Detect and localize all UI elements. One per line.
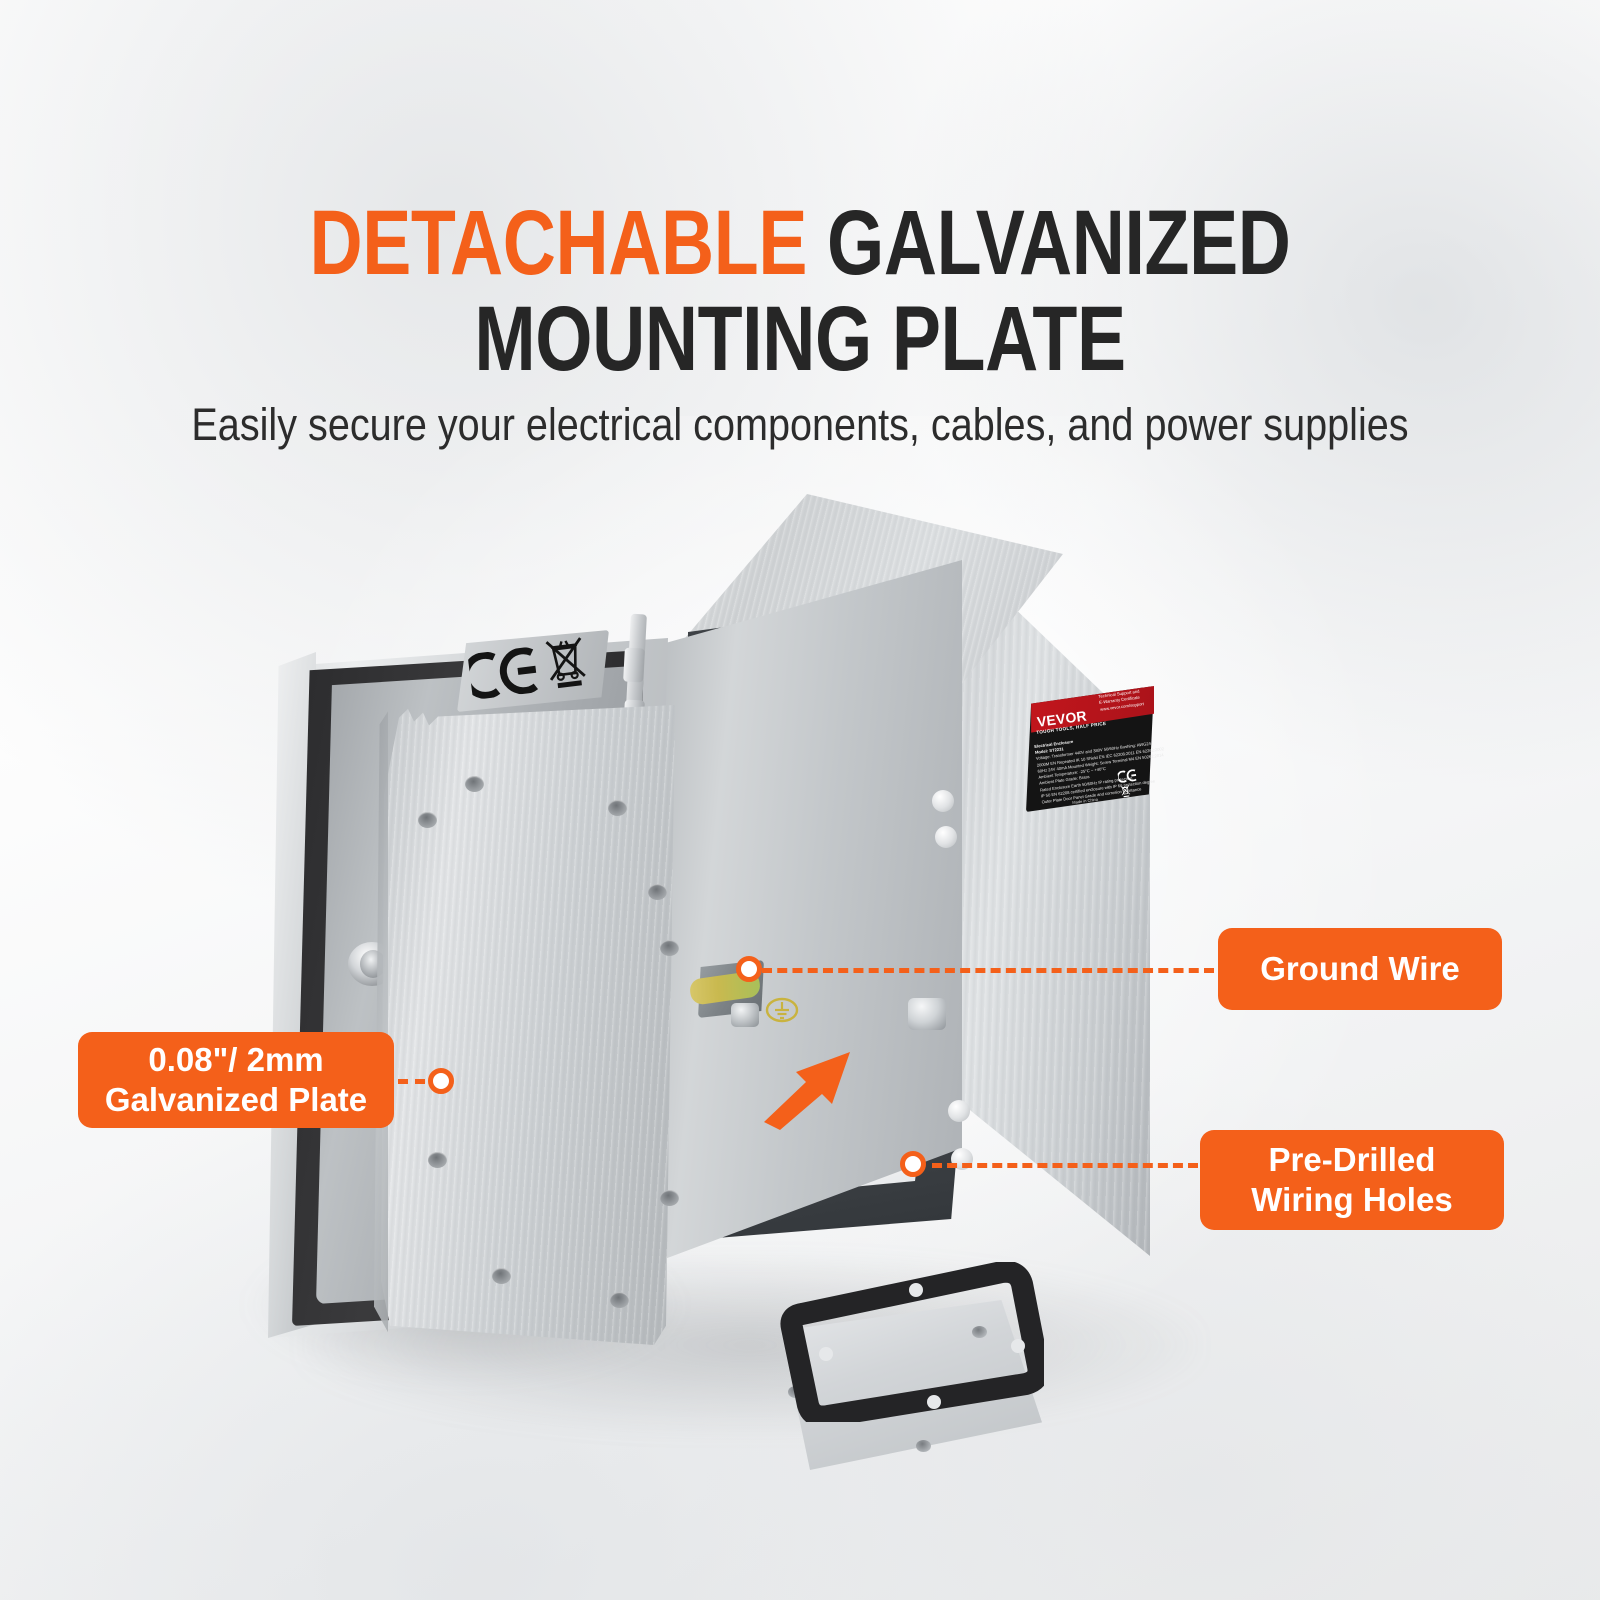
plate-mounting-hole: [660, 940, 679, 956]
plate-mounting-hole: [492, 1268, 511, 1284]
plate-mounting-hole: [660, 1190, 679, 1206]
plate-mounting-hole: [418, 812, 437, 828]
callout-marker-dot: [736, 956, 762, 982]
page-subtitle: Easily secure your electrical components…: [191, 399, 1409, 450]
vevor-ce-mark-icon: [1117, 769, 1137, 783]
callout-holes-line1: Pre-Drilled: [1268, 1140, 1436, 1178]
plate-mounting-hole: [428, 1152, 447, 1168]
callout-marker-dot: [428, 1068, 454, 1094]
earth-ground-icon: [765, 997, 799, 1023]
headline-rest-line1: GALVANIZED: [807, 192, 1291, 294]
weee-crossed-bin-icon: [545, 637, 586, 689]
hinge-knuckle: [623, 647, 645, 683]
callout-plate-line2: Galvanized Plate: [104, 1081, 368, 1118]
callout-pre-drilled-holes: Pre-Drilled Wiring Holes: [1200, 1130, 1504, 1230]
callout-plate-line1: 0.08"/ 2mm: [148, 1040, 324, 1078]
mounting-stud: [935, 826, 957, 848]
enclosure-right-brushed-texture: [960, 556, 1150, 1256]
ce-mark-icon: [467, 647, 539, 699]
headline-line2: MOUNTING PLATE: [474, 287, 1126, 390]
page-title: DETACHABLE GALVANIZED MOUNTING PLATE: [160, 195, 1440, 390]
cover-plate-hole: [972, 1326, 987, 1338]
callout-connector-line: [932, 1163, 1198, 1168]
plate-mounting-hole: [608, 800, 627, 816]
callout-galvanized-plate: 0.08"/ 2mm Galvanized Plate: [78, 1032, 394, 1128]
vevor-weee-icon: [1120, 785, 1131, 798]
mounting-stud: [948, 1100, 970, 1122]
direction-arrow-icon: [764, 1052, 850, 1130]
callout-connector-line: [762, 968, 1214, 973]
callout-holes-line2: Wiring Holes: [1251, 1181, 1453, 1218]
plate-mounting-hole: [465, 776, 484, 792]
headline-accent-word: DETACHABLE: [309, 192, 808, 294]
callout-connector-line: [398, 1079, 442, 1084]
cover-plate-hole: [916, 1440, 931, 1452]
ground-bolt: [731, 1003, 759, 1027]
mounting-stud: [932, 790, 954, 812]
plate-mounting-hole: [610, 1292, 629, 1308]
callout-ground-wire: Ground Wire: [1218, 928, 1502, 1010]
callout-marker-dot: [900, 1151, 926, 1177]
callout-ground-label: Ground Wire: [1260, 949, 1460, 987]
galvanized-mounting-plate: [381, 705, 675, 1345]
rubber-gasket-ring: [780, 1262, 1044, 1422]
plate-mounting-hole: [648, 884, 667, 900]
enclosure-front-rim: [662, 560, 962, 1260]
hex-bolt: [908, 998, 946, 1030]
